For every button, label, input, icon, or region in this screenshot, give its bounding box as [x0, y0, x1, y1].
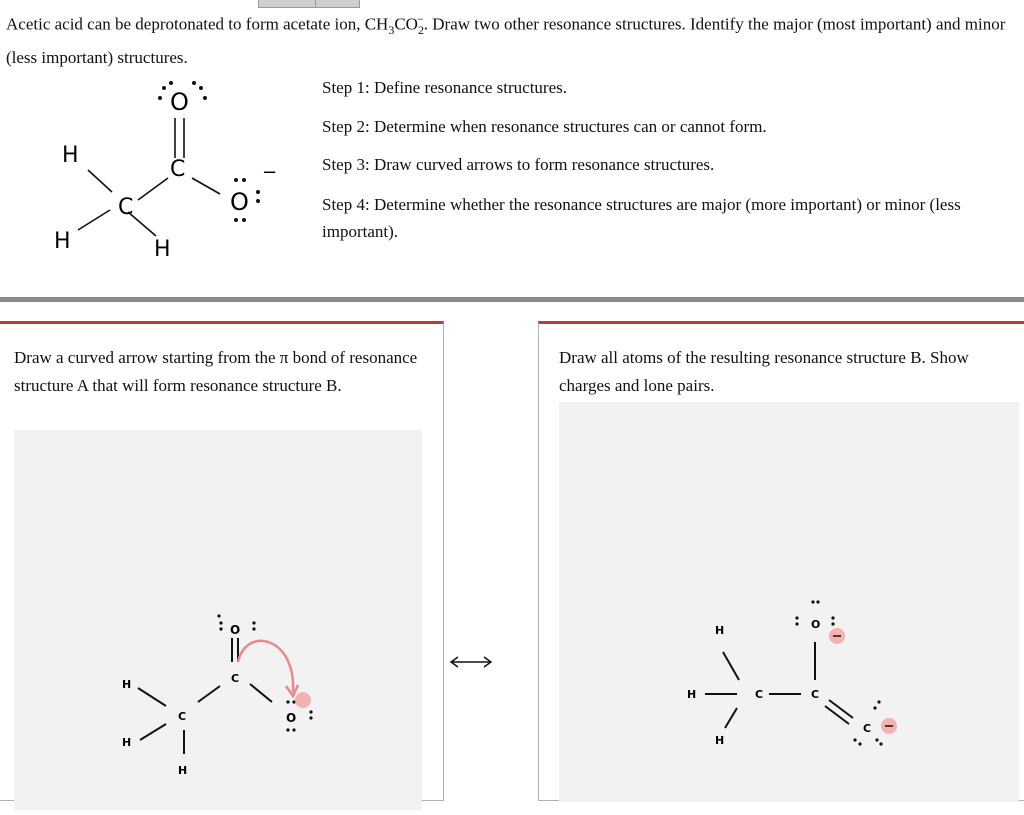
- methyl-carbon-label: C: [178, 710, 186, 723]
- double-headed-arrow-icon: [449, 656, 493, 668]
- hydrogen-label: H: [715, 624, 724, 637]
- hydrogen-label: H: [715, 734, 724, 747]
- hydrogen-label: H: [122, 736, 131, 749]
- hydrogen-label: H: [154, 237, 171, 262]
- panel-structure-b: Draw all atoms of the resulting resonanc…: [538, 321, 1024, 802]
- step-3: Step 3: Draw curved arrows to form reson…: [322, 155, 715, 174]
- oxygen-carbon-label: C: [863, 722, 871, 735]
- step-1: Step 1: Define resonance structures.: [322, 78, 567, 97]
- negative-charge-label: −: [262, 162, 277, 183]
- hydrogen-label: H: [687, 688, 696, 701]
- curved-arrow[interactable]: [236, 639, 295, 693]
- charge-highlight[interactable]: [295, 692, 311, 708]
- panel-structure-a: Draw a curved arrow starting from the π …: [0, 321, 444, 810]
- oxygen-atom-label: O: [811, 618, 820, 631]
- carboxylate-carbon-label: C: [811, 688, 819, 701]
- carbonyl-carbon-label: C: [231, 672, 239, 685]
- hydrogen-label: H: [62, 143, 79, 168]
- section-divider: [0, 297, 1024, 302]
- hydrogen-label: H: [178, 764, 187, 777]
- toolbar-segment[interactable]: [259, 0, 316, 7]
- oxyanion-label: O: [230, 188, 249, 216]
- resonance-arrow: [448, 654, 494, 675]
- carbonyl-carbon-label: C: [170, 157, 185, 182]
- structure-b-diagram: O C C H H H C: [687, 600, 897, 747]
- question-text: Acetic acid can be deprotonated to form …: [6, 12, 1006, 68]
- acetate-structure-diagram: O C C H H H O −: [54, 81, 277, 262]
- hydrogen-label: H: [122, 678, 131, 691]
- oxyanion-label: O: [286, 711, 296, 725]
- panel-a-instruction: Draw a curved arrow starting from the π …: [14, 348, 418, 395]
- drawing-canvas-a[interactable]: O C C H H H O: [14, 430, 422, 810]
- structure-a-diagram: O C C H H H O: [122, 614, 313, 777]
- drawing-canvas-b[interactable]: O C C H H H C: [559, 402, 1019, 802]
- curved-arrow-head: [284, 684, 300, 699]
- step-4: Step 4: Determine whether the resonance …: [322, 195, 961, 241]
- top-toolbar-tab[interactable]: [258, 0, 360, 8]
- oxygen-atom-label: O: [170, 88, 189, 116]
- oxygen-atom-label: O: [230, 623, 240, 637]
- methyl-carbon-label: C: [755, 688, 763, 701]
- step-2: Step 2: Determine when resonance structu…: [322, 117, 767, 136]
- panel-b-instruction: Draw all atoms of the resulting resonanc…: [559, 348, 969, 395]
- methyl-carbon-label: C: [118, 195, 133, 220]
- hydrogen-label: H: [54, 229, 71, 254]
